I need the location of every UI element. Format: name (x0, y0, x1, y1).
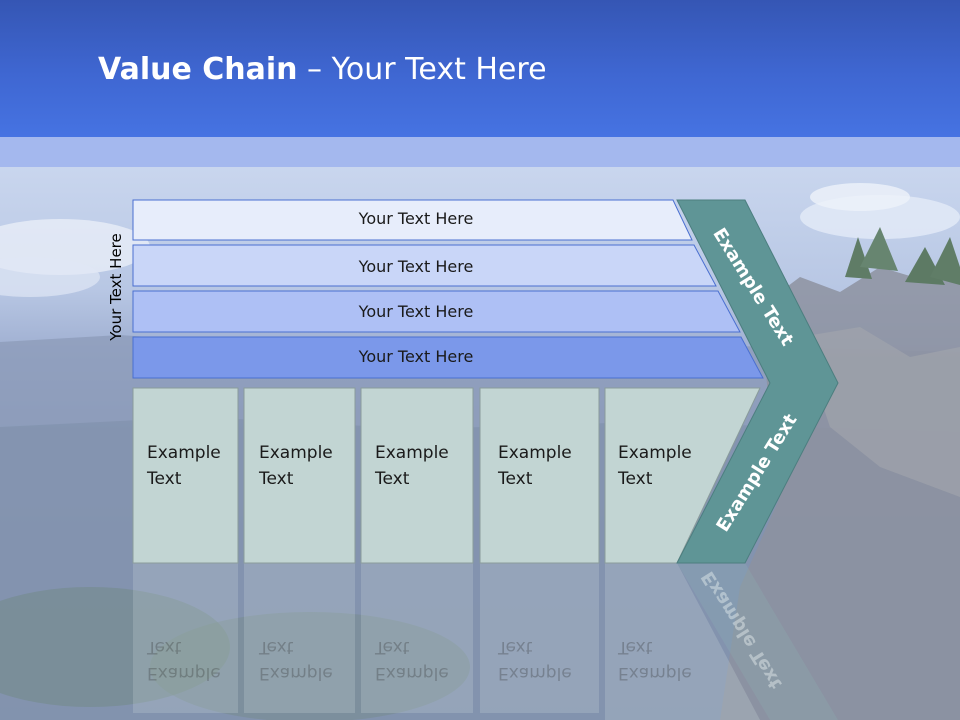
activity-cell-3[interactable] (360, 387, 474, 564)
title-rest: – Your Text Here (297, 52, 547, 87)
activity-reflection-3: Example Text (375, 634, 449, 686)
activity-reflection-line: Text (375, 637, 410, 657)
activity-reflection-line: Example (375, 663, 449, 683)
activity-reflection-2: Example Text (259, 634, 333, 686)
reflection-group (133, 563, 838, 720)
activity-reflection-line: Text (498, 637, 533, 657)
title-bold: Value Chain (98, 52, 298, 87)
row-shape-4[interactable] (132, 336, 764, 379)
row-label-1: Your Text Here (358, 209, 474, 228)
activity-cell-4[interactable] (479, 387, 600, 564)
cell-reflection (133, 563, 238, 713)
activity-reflection-line: Example (498, 663, 572, 683)
activity-line: Example (259, 443, 333, 463)
activity-reflection-4: Example Text (498, 634, 572, 686)
margin-chevron[interactable] (676, 199, 839, 564)
row-shape-3[interactable] (132, 290, 741, 333)
cell-reflection (480, 563, 599, 713)
row-label-4: Your Text Here (358, 347, 474, 366)
activity-line: Text (147, 469, 182, 489)
activity-line: Example (375, 443, 449, 463)
chevron-reflection (677, 563, 838, 720)
activity-line: Example (618, 443, 692, 463)
header-band (0, 137, 960, 167)
activity-reflection-line: Text (147, 637, 182, 657)
cell-reflection (244, 563, 355, 713)
slide-title[interactable]: Value Chain – Your Text Here (98, 52, 547, 87)
row-label-3: Your Text Here (358, 302, 474, 321)
cell-reflection (361, 563, 473, 713)
cell-reflection (605, 563, 760, 720)
header-bar (0, 0, 960, 137)
row-label-2: Your Text Here (358, 257, 474, 276)
activity-line: Example (498, 443, 572, 463)
activity-line: Text (618, 469, 653, 489)
activity-reflection-line: Example (259, 663, 333, 683)
activity-reflection-line: Example (147, 663, 221, 683)
activity-reflection-1: Example Text (147, 634, 221, 686)
activity-line: Example (147, 443, 221, 463)
activity-cell-1[interactable] (132, 387, 239, 564)
activity-reflection-line: Text (259, 637, 294, 657)
row-shape-2[interactable] (132, 244, 717, 287)
activity-reflection-line: Text (618, 637, 653, 657)
activity-reflection-line: Example (618, 663, 692, 683)
activity-cell-2[interactable] (243, 387, 356, 564)
activity-line: Text (375, 469, 410, 489)
activity-line: Text (498, 469, 533, 489)
row-shape-1[interactable] (132, 199, 693, 241)
activity-reflection-5: Example Text (618, 634, 692, 686)
activity-line: Text (259, 469, 294, 489)
